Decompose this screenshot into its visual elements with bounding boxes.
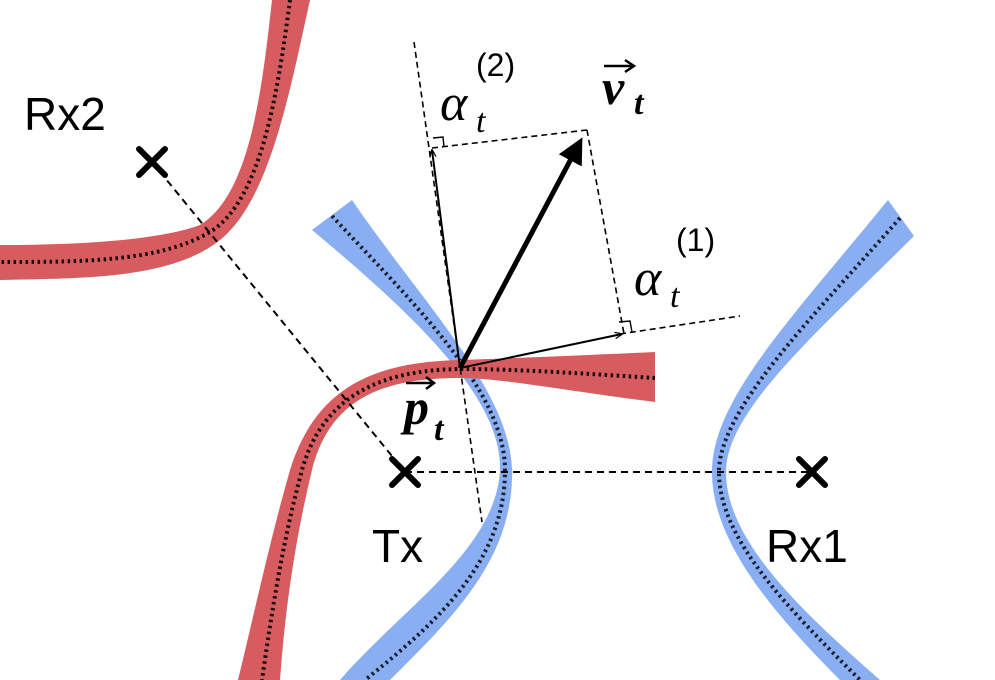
red-hyperbola-upper xyxy=(0,0,310,280)
velocity-subscript: t xyxy=(634,85,645,122)
tx-marker-icon xyxy=(389,456,421,488)
position-symbol: p xyxy=(400,379,429,435)
right-angle-marker-2 xyxy=(432,136,445,148)
blue-dotted-left xyxy=(330,214,508,680)
alpha1-symbol: α xyxy=(634,250,663,307)
alpha2-symbol: α xyxy=(440,75,469,132)
blue-hyperbola-right xyxy=(712,200,914,680)
blue-dotted-right xyxy=(716,216,902,680)
alpha1-subscript: t xyxy=(670,278,681,315)
velocity-vector-bar-head xyxy=(624,58,637,74)
velocity-symbol: v xyxy=(602,59,625,115)
red-band-upper xyxy=(0,0,310,280)
normal-axis-1 xyxy=(619,315,741,335)
alpha1-superscript: (1) xyxy=(676,222,715,258)
rx2-marker-icon xyxy=(136,146,168,178)
tx-label: Tx xyxy=(372,520,423,572)
position-label: p t xyxy=(400,376,445,448)
blue-band-right xyxy=(712,200,914,680)
rx1-marker-icon xyxy=(796,456,828,488)
position-vector-bar-head xyxy=(425,376,437,390)
alpha2-subscript: t xyxy=(476,103,487,140)
blue-hyperbola-left xyxy=(312,200,513,680)
velocity-label: v t xyxy=(602,58,645,122)
alpha2-superscript: (2) xyxy=(476,47,515,83)
alpha2-label: α t (2) xyxy=(440,47,515,140)
rx2-label: Rx2 xyxy=(24,88,106,140)
component-arrow-2 xyxy=(432,150,461,369)
red-band-lower xyxy=(238,352,655,680)
projection-line-1 xyxy=(586,129,625,335)
baseline-tx-rx2 xyxy=(151,161,406,473)
red-hyperbola-lower xyxy=(238,352,656,680)
blue-band-left xyxy=(312,200,513,680)
rx1-label: Rx1 xyxy=(766,520,848,572)
alpha1-label: α t (1) xyxy=(634,222,715,315)
velocity-arrow xyxy=(457,137,583,370)
right-angle-marker-1 xyxy=(618,320,633,333)
red-dotted-lower xyxy=(260,366,656,680)
projection-line-2 xyxy=(431,129,588,149)
component-arrow-1 xyxy=(459,334,622,369)
position-subscript: t xyxy=(434,411,445,448)
